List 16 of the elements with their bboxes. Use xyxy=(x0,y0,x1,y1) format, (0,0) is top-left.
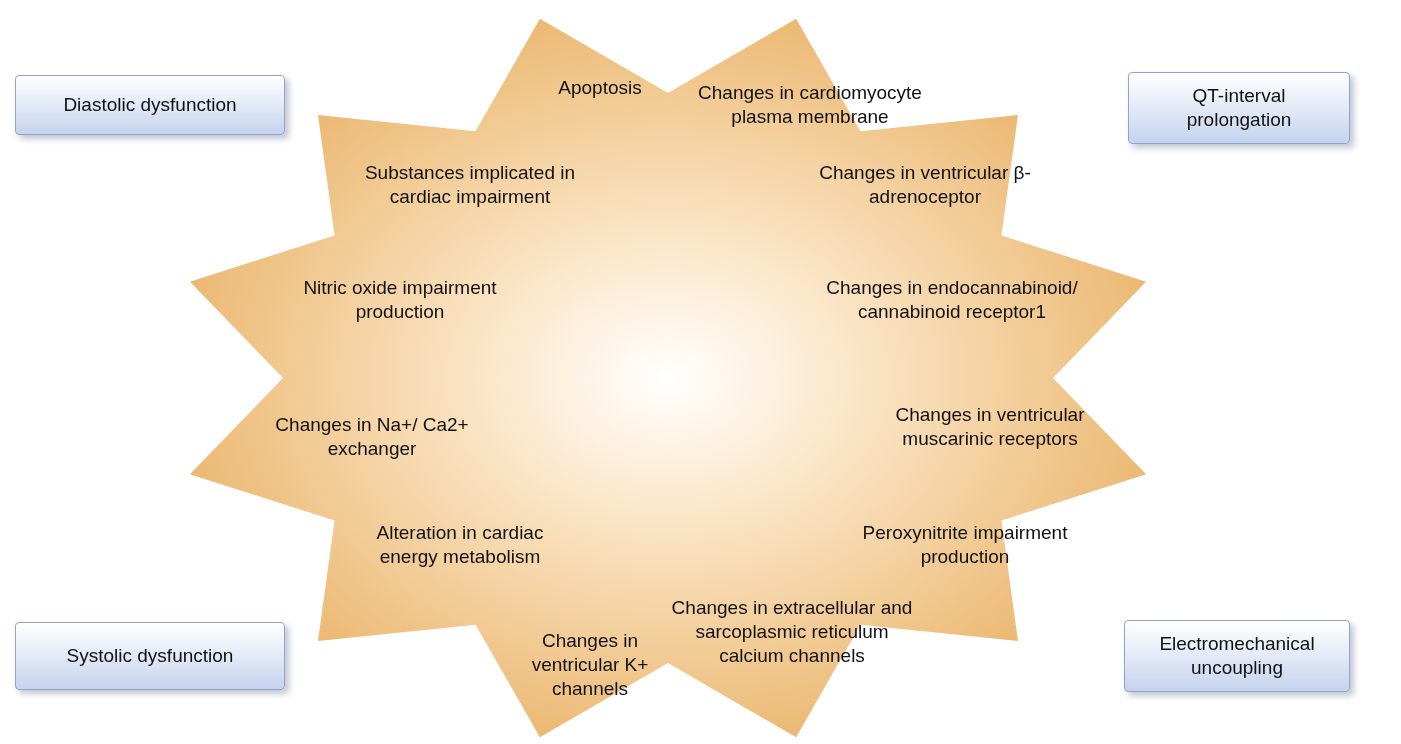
mechanism-text: Changes in endocannabinoid/ cannabinoid receptor1 xyxy=(825,276,1079,324)
mechanism-text: Substances implicated in cardiac impairment xyxy=(363,161,577,209)
mechanism-text: Changes in extracellular and sarcoplasmic reticulum calcium channels xyxy=(670,596,914,668)
outcome-box: Diastolic dysfunction xyxy=(15,75,285,135)
mechanism-text: Alteration in cardiac energy metabolism xyxy=(375,521,545,569)
mechanism-text: Changes in ventricular K+ channels xyxy=(530,629,650,701)
mechanism-text: Apoptosis xyxy=(557,76,643,100)
outcome-box: QT-interval prolongation xyxy=(1128,72,1350,144)
mechanism-text: Peroxynitrite impairment production xyxy=(861,521,1069,569)
outcome-box: Systolic dysfunction xyxy=(15,622,285,690)
mechanism-text: Changes in ventricular β-adrenoceptor xyxy=(818,161,1032,209)
mechanism-text: Nitric oxide impairment production xyxy=(302,276,498,324)
mechanism-text: Changes in cardiomyocyte plasma membrane xyxy=(697,81,923,129)
mechanism-text: Changes in Na+/ Ca2+ exchanger xyxy=(274,413,470,461)
outcome-box: Electromechanical uncoupling xyxy=(1124,620,1350,692)
mechanism-text: Changes in ventricular muscarinic receptors xyxy=(894,403,1086,451)
